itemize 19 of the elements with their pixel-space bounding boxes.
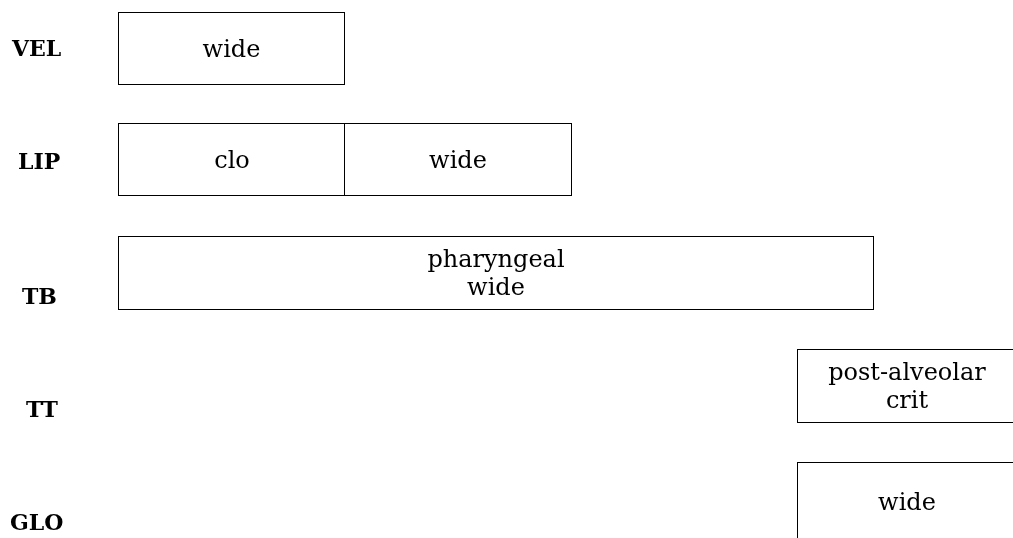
gesture-box [344,123,572,196]
tier-label: VEL [12,35,62,61]
tier-label: TB [22,283,57,309]
gesture-label: crit [885,386,929,414]
gesture-box [118,236,874,310]
gesture-label: wide [467,273,525,301]
gesture-label: wide [202,34,261,63]
tier-label: GLO [10,509,64,535]
gesture-label: wide [878,488,936,516]
gesture-label: post-alveolar [828,358,986,386]
gesture-label: wide [429,145,487,174]
gesture-box [118,123,345,196]
gesture-box [797,462,1013,538]
gesture-box [797,349,1013,423]
gesture-label: clo [214,145,250,174]
tier-label: TT [26,396,58,422]
gesture-box [118,12,345,85]
gesture-label: pharyngeal [427,245,565,273]
tier-label: LIP [18,148,61,174]
